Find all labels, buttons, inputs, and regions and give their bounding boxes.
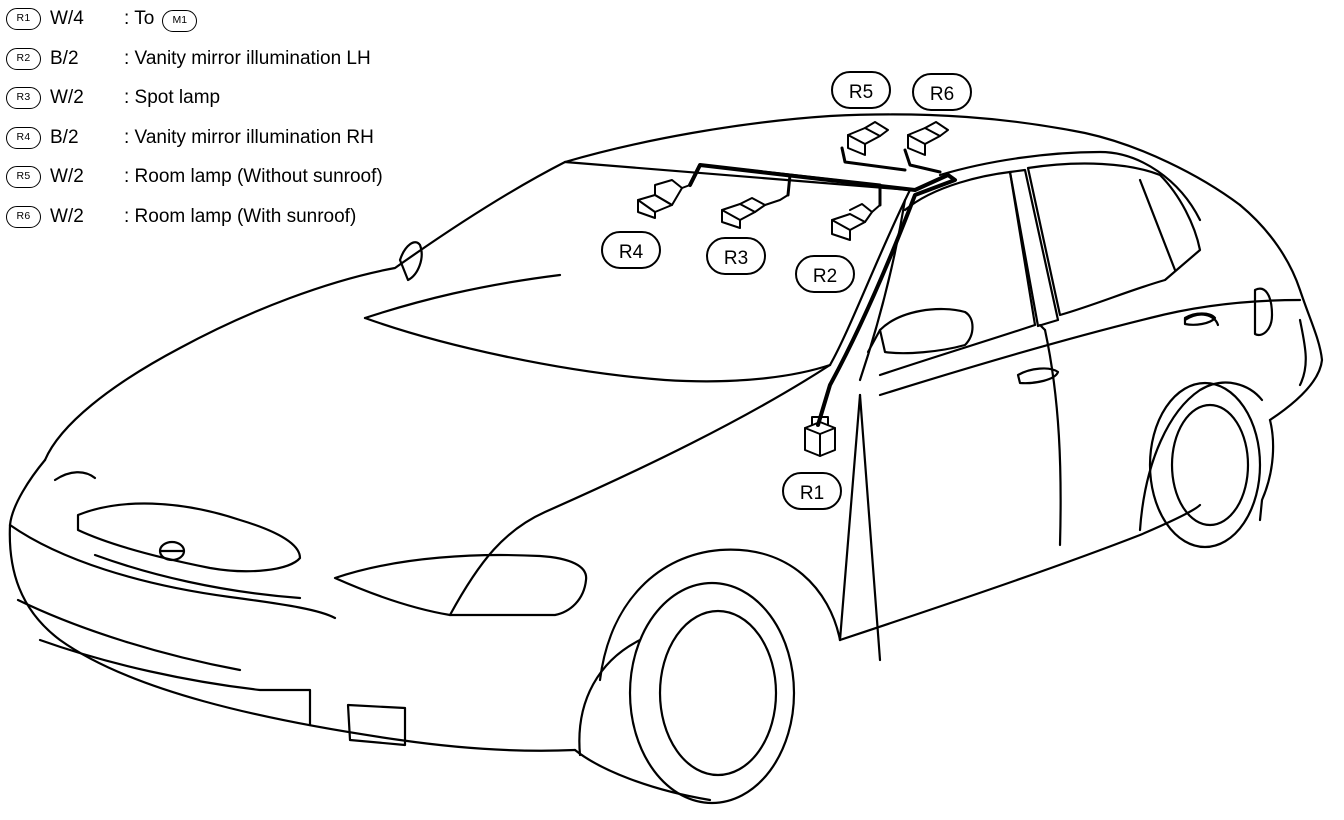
callout-r4: R4	[601, 231, 661, 269]
description-r6: : Room lamp (With sunroof)	[124, 205, 357, 227]
target-badge-m1: M1	[162, 10, 198, 32]
legend-row-r5: R5 W/2 : Room lamp (Without sunroof)	[4, 164, 474, 204]
description-r4: : Vanity mirror illumination RH	[124, 126, 374, 148]
connector-r4-icon	[637, 179, 691, 219]
callout-label-r3: R3	[724, 248, 748, 269]
callout-label-r1: R1	[800, 483, 824, 504]
legend-row-r6: R6 W/2 : Room lamp (With sunroof)	[4, 204, 474, 244]
roof-harness	[688, 146, 957, 427]
description-r2: : Vanity mirror illumination LH	[124, 47, 371, 69]
wire-code-r1: W/4	[50, 8, 84, 29]
description-text-r1: : To	[124, 8, 155, 29]
wire-code-r3: W/2	[50, 87, 84, 108]
wire-code-r2: B/2	[50, 47, 79, 69]
connector-badge-r6: R6	[6, 205, 41, 228]
connector-r2-icon	[831, 203, 881, 241]
description-r3: : Spot lamp	[124, 87, 221, 108]
legend-row-r1: R1 W/4 : To M1	[4, 6, 474, 46]
legend-row-r2: R2 B/2 : Vanity mirror illumination LH	[4, 46, 474, 86]
wire-code-r6: W/2	[50, 205, 84, 227]
connector-badge-r1: R1	[6, 8, 41, 30]
connector-r3-icon	[721, 194, 789, 229]
callout-label-r5: R5	[849, 82, 873, 103]
legend-row-r3: R3 W/2 : Spot lamp	[4, 85, 474, 125]
connector-r1-icon	[804, 416, 836, 457]
callout-label-r6: R6	[930, 84, 954, 105]
car-body-outline	[8, 113, 1324, 805]
description-r1: : To M1	[124, 7, 198, 32]
description-r5: : Room lamp (Without sunroof)	[124, 166, 383, 187]
callout-r2: R2	[795, 255, 855, 293]
connector-badge-r2: R2	[6, 47, 41, 70]
callout-r6: R6	[912, 73, 972, 111]
connector-legend: R1 W/4 : To M1 R2 B/2 : Vanity mirror ill…	[4, 6, 474, 243]
connector-badge-r3: R3	[6, 87, 41, 109]
wire-code-r4: B/2	[50, 126, 79, 148]
connector-badge-r4: R4	[6, 126, 41, 149]
callout-r3: R3	[706, 237, 766, 275]
connector-r6-icon	[907, 121, 949, 156]
callout-label-r4: R4	[619, 242, 644, 263]
callout-r5: R5	[831, 71, 891, 109]
connector-badge-r5: R5	[6, 166, 41, 188]
callout-label-r2: R2	[813, 266, 837, 287]
legend-row-r4: R4 B/2 : Vanity mirror illumination RH	[4, 125, 474, 165]
callout-r1: R1	[782, 472, 842, 510]
connector-r5-icon	[847, 121, 889, 156]
wire-code-r5: W/2	[50, 166, 84, 187]
